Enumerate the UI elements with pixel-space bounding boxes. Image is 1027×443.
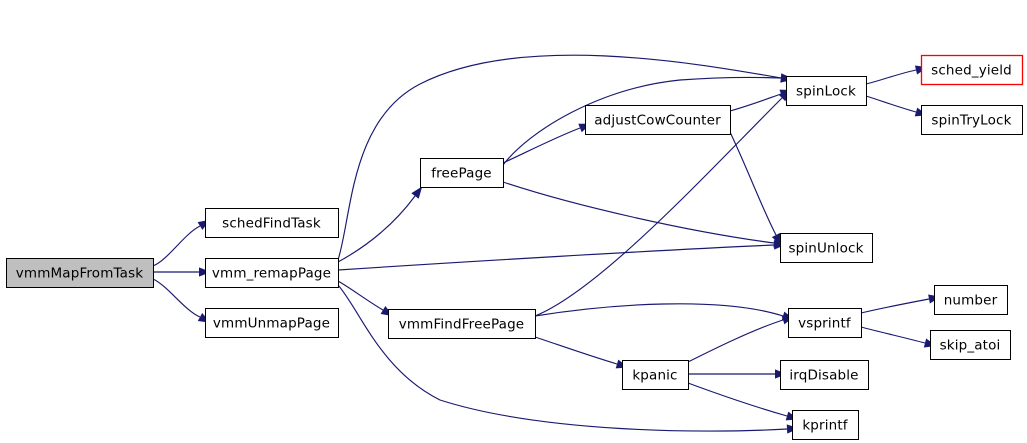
node-label: skip_atoi: [940, 338, 1001, 354]
node-kpanic[interactable]: kpanic: [622, 360, 689, 390]
edge-line: [860, 326, 926, 344]
node-kprintf[interactable]: kprintf: [792, 410, 859, 440]
node-box[interactable]: [622, 360, 689, 390]
nodes-layer: vmmMapFromTask schedFindTask vmm_remapPage…: [6, 54, 1024, 440]
edge-adjustCowCounter-to-spinUnlock: [729, 131, 782, 246]
edge-kpanic-to-irqDisable: [688, 369, 787, 379]
edge-line: [337, 195, 416, 263]
edge-vsprintf-to-skip_atoi: [860, 326, 937, 348]
node-vmmFindFreePage[interactable]: vmmFindFreePage: [388, 309, 536, 339]
node-box[interactable]: [792, 410, 859, 440]
node-box[interactable]: [420, 158, 504, 188]
node-vsprintf[interactable]: vsprintf: [788, 308, 862, 338]
edge-line: [729, 131, 777, 236]
edge-line: [687, 382, 788, 417]
edge-freePage-to-adjustCowCounter: [502, 123, 592, 164]
edge-vmm_remapPage-to-vmmFindFreePage: [337, 280, 394, 317]
node-label: vmmMapFromTask: [16, 266, 143, 282]
node-box[interactable]: [205, 308, 339, 338]
edge-line: [534, 336, 618, 365]
node-irqDisable[interactable]: irqDisable: [780, 360, 869, 390]
node-box[interactable]: [780, 233, 873, 263]
edge-spinLock-to-sched_yield: [865, 65, 928, 85]
edge-vmmMapFromTask-to-vmm_remapPage: [153, 267, 211, 277]
node-vmm_remapPage[interactable]: vmm_remapPage: [205, 258, 339, 288]
edge-line: [865, 95, 917, 113]
node-box[interactable]: [934, 285, 1008, 315]
edge-line: [502, 127, 581, 164]
edge-line: [337, 284, 788, 432]
edge-line: [729, 93, 782, 112]
node-box[interactable]: [786, 76, 867, 106]
node-sched_yield[interactable]: sched_yield: [920, 54, 1024, 86]
node-box[interactable]: [780, 360, 869, 390]
node-box[interactable]: [585, 105, 731, 135]
node-vmmMapFromTask[interactable]: vmmMapFromTask: [6, 258, 154, 288]
node-spinUnlock[interactable]: spinUnlock: [780, 233, 873, 263]
node-box[interactable]: [205, 208, 339, 238]
edge-line: [860, 298, 930, 314]
node-freePage[interactable]: freePage: [420, 158, 504, 188]
edge-line: [337, 54, 782, 261]
node-label: kpanic: [632, 368, 677, 384]
edge-vmm_remapPage-to-spinUnlock: [337, 240, 786, 271]
node-box[interactable]: [788, 308, 862, 338]
edge-line: [337, 244, 775, 271]
node-number[interactable]: number: [934, 285, 1008, 315]
node-schedFindTask[interactable]: schedFindTask: [205, 208, 339, 238]
edge-vmmMapFromTask-to-schedFindTask: [152, 219, 211, 267]
node-label: schedFindTask: [222, 216, 321, 232]
edge-vmmMapFromTask-to-vmmUnmapPage: [152, 278, 211, 323]
node-label: vmm_remapPage: [212, 266, 331, 282]
edge-spinLock-to-spinTryLock: [865, 95, 928, 117]
node-label: freePage: [431, 166, 492, 182]
edge-arrowhead: [771, 232, 782, 246]
node-spinLock[interactable]: spinLock: [786, 76, 867, 106]
node-label: vmmUnmapPage: [213, 316, 330, 332]
edge-line: [152, 225, 201, 267]
node-adjustCowCounter[interactable]: adjustCowCounter: [585, 105, 731, 135]
node-label: number: [944, 293, 998, 309]
edge-line: [502, 181, 775, 244]
edge-freePage-to-spinUnlock: [502, 181, 786, 248]
edge-vmmFindFreePage-to-vsprintf: [534, 303, 795, 321]
edge-line: [152, 278, 201, 318]
node-box[interactable]: [205, 258, 339, 288]
node-box[interactable]: [921, 105, 1023, 135]
node-box[interactable]: [388, 309, 536, 339]
node-label: vsprintf: [798, 316, 852, 332]
node-label: vmmFindFreePage: [399, 317, 525, 333]
edge-vmm_remapPage-to-freePage: [337, 186, 423, 263]
node-vmmUnmapPage[interactable]: vmmUnmapPage: [205, 308, 339, 338]
node-label: kprintf: [802, 418, 848, 434]
node-label: spinLock: [796, 84, 856, 100]
node-box[interactable]: [6, 258, 154, 288]
edge-vsprintf-to-number: [860, 294, 941, 314]
edge-line: [534, 97, 783, 317]
edge-line: [502, 76, 782, 166]
node-label: adjustCowCounter: [594, 113, 721, 129]
node-box[interactable]: [930, 330, 1011, 360]
node-label: irqDisable: [789, 368, 858, 384]
edge-line: [534, 303, 784, 317]
edge-line: [865, 69, 917, 85]
edge-kpanic-to-vsprintf: [687, 315, 795, 363]
edge-line: [337, 280, 384, 311]
node-label: spinUnlock: [788, 241, 863, 257]
edge-vmm_remapPage-to-spinLock: [337, 54, 793, 261]
edge-vmmFindFreePage-to-kpanic: [534, 336, 629, 369]
node-spinTryLock[interactable]: spinTryLock: [921, 105, 1023, 135]
edge-line: [687, 319, 784, 363]
edge-arrowhead: [411, 186, 423, 199]
node-skip_atoi[interactable]: skip_atoi: [930, 330, 1011, 360]
node-label: spinTryLock: [931, 113, 1011, 129]
node-label: sched_yield: [931, 63, 1012, 79]
node-box[interactable]: [920, 54, 1024, 86]
edge-vmm_remapPage-to-kprintf: [337, 284, 799, 434]
